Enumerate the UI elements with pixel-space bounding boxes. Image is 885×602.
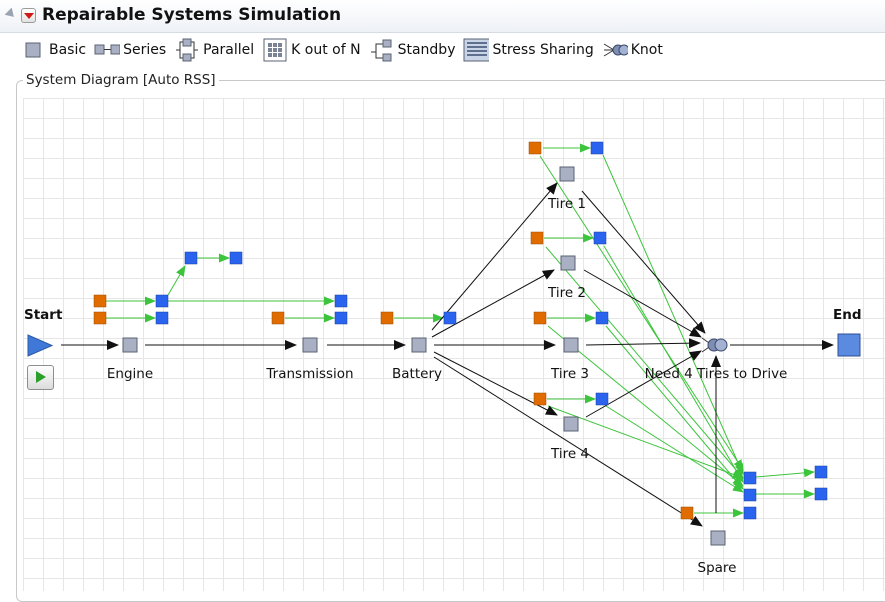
palette-series-label: Series xyxy=(123,42,167,58)
palette-standby[interactable]: Standby xyxy=(369,38,456,62)
event-orange[interactable] xyxy=(680,506,694,520)
parallel-icon xyxy=(174,38,200,62)
event-blue[interactable] xyxy=(814,487,828,501)
battery-block[interactable] xyxy=(411,337,427,353)
spare-block[interactable] xyxy=(710,530,726,546)
orange-event-markers xyxy=(93,141,694,520)
blue-event-markers xyxy=(155,141,828,520)
event-blue[interactable] xyxy=(590,141,604,155)
palette-basic[interactable]: Basic xyxy=(20,38,86,62)
battery-label: Battery xyxy=(392,366,442,382)
event-links xyxy=(106,143,815,518)
event-orange[interactable] xyxy=(271,311,285,325)
tire3-block[interactable] xyxy=(563,337,579,353)
event-blue[interactable] xyxy=(743,506,757,520)
transmission-label: Transmission xyxy=(265,366,353,382)
tire1-label: Tire 1 xyxy=(547,196,586,212)
title-bar: Repairable Systems Simulation xyxy=(0,0,885,33)
palette-knot-label: Knot xyxy=(630,42,663,58)
event-blue[interactable] xyxy=(593,231,607,245)
event-blue[interactable] xyxy=(595,392,609,406)
start-node-icon[interactable] xyxy=(27,334,54,357)
event-orange[interactable] xyxy=(93,311,107,325)
knot-node-icon[interactable] xyxy=(701,337,728,353)
event-blue[interactable] xyxy=(155,294,169,308)
palette-k-out-of-n-label: K out of N xyxy=(291,42,361,58)
tire4-label: Tire 4 xyxy=(550,446,589,462)
palette-series[interactable]: Series xyxy=(94,38,166,62)
run-simulation-play-icon[interactable] xyxy=(27,365,54,390)
event-orange[interactable] xyxy=(528,141,542,155)
k-out-of-n-icon xyxy=(262,38,288,62)
tire2-label: Tire 2 xyxy=(547,285,586,301)
event-blue[interactable] xyxy=(443,311,457,325)
start-label: Start xyxy=(24,307,63,323)
engine-block[interactable] xyxy=(122,337,138,353)
palette-basic-label: Basic xyxy=(49,42,87,58)
tire3-label: Tire 3 xyxy=(550,366,589,382)
group-label: System Diagram [Auto RSS] xyxy=(23,72,219,88)
event-blue[interactable] xyxy=(743,471,757,485)
block-palette: Basic Series Parallel K out of N Standby… xyxy=(20,38,671,62)
event-blue[interactable] xyxy=(229,251,243,265)
standby-icon xyxy=(369,38,395,62)
stress-sharing-icon xyxy=(463,38,490,62)
palette-k-out-of-n[interactable]: K out of N xyxy=(262,38,361,62)
basic-block-icon xyxy=(20,38,46,62)
end-node-icon[interactable] xyxy=(837,333,861,357)
window-title: Repairable Systems Simulation xyxy=(42,5,342,25)
series-icon xyxy=(94,38,121,62)
event-blue[interactable] xyxy=(743,488,757,502)
spare-label: Spare xyxy=(698,560,737,576)
event-orange[interactable] xyxy=(93,294,107,308)
palette-knot[interactable]: Knot xyxy=(602,38,663,62)
tire4-block[interactable] xyxy=(563,416,579,432)
event-blue[interactable] xyxy=(184,251,198,265)
event-orange[interactable] xyxy=(533,392,547,406)
palette-parallel-label: Parallel xyxy=(203,42,255,58)
event-orange[interactable] xyxy=(380,311,394,325)
event-blue[interactable] xyxy=(814,465,828,479)
palette-stress-sharing-label: Stress Sharing xyxy=(492,42,594,58)
tire1-block[interactable] xyxy=(559,166,575,182)
palette-parallel[interactable]: Parallel xyxy=(174,38,254,62)
red-triangle-menu-icon[interactable] xyxy=(21,8,36,23)
knot-label: Need 4 Tires to Drive xyxy=(645,366,788,382)
event-orange[interactable] xyxy=(530,231,544,245)
palette-standby-label: Standby xyxy=(397,42,456,58)
palette-stress-sharing[interactable]: Stress Sharing xyxy=(463,38,594,62)
event-blue[interactable] xyxy=(595,311,609,325)
engine-label: Engine xyxy=(107,366,153,382)
event-blue[interactable] xyxy=(334,311,348,325)
event-orange[interactable] xyxy=(533,311,547,325)
tire2-block[interactable] xyxy=(560,255,576,271)
knot-icon xyxy=(602,38,628,62)
flow-arrows xyxy=(61,182,834,527)
transmission-block[interactable] xyxy=(302,337,318,353)
event-blue[interactable] xyxy=(334,294,348,308)
end-label: End xyxy=(833,307,862,323)
event-blue[interactable] xyxy=(155,311,169,325)
